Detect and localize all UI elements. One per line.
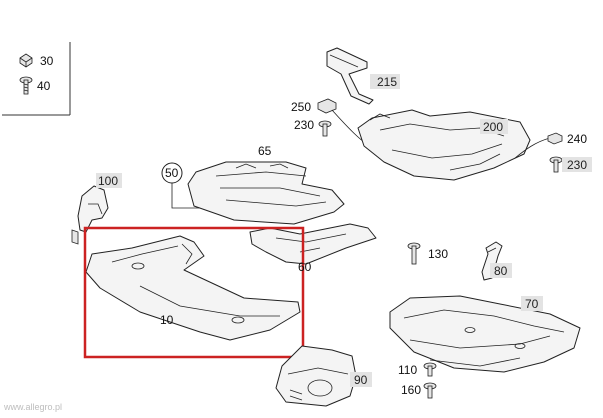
side-bracket-100 (71, 185, 109, 245)
callout-label-100: 100 (98, 174, 118, 188)
callout-label-200: 200 (483, 120, 503, 134)
callout-label-160: 160 (401, 383, 421, 397)
legend-box (2, 42, 71, 116)
bolt-icon (19, 76, 33, 95)
badge-70 (521, 296, 543, 311)
callout-circle-50 (161, 162, 183, 184)
badge-200 (480, 119, 508, 134)
underbody-panel-10 (85, 235, 301, 341)
center-bracket-65 (187, 161, 345, 225)
screw-icon-110 (423, 362, 437, 377)
splash-shield-70 (389, 295, 581, 373)
callout-label-70: 70 (525, 297, 539, 311)
clip-part-250 (317, 98, 337, 114)
callout-label-80: 80 (494, 264, 508, 278)
badge-230b (562, 157, 592, 172)
highlight-frame (83, 226, 305, 359)
callout-label-240: 240 (567, 132, 587, 146)
screw-icon-160 (423, 382, 437, 399)
bracket-part-60 (249, 223, 377, 265)
screw-icon-230a (318, 120, 332, 137)
callout-label-230a: 230 (294, 118, 314, 132)
callout-label-10: 10 (160, 313, 174, 327)
callout-label-250: 250 (291, 100, 311, 114)
bracket-part-215 (326, 47, 374, 105)
callout-label-50: 50 (165, 166, 179, 180)
nut-icon (19, 53, 33, 68)
leader-line (171, 182, 200, 209)
callout-label-130: 130 (428, 247, 448, 261)
badge-100 (96, 173, 122, 188)
callout-label-230b: 230 (567, 158, 587, 172)
callout-label-110: 110 (398, 363, 417, 377)
badge-90 (350, 372, 372, 387)
callout-label-30: 30 (40, 54, 54, 68)
callout-label-65: 65 (258, 144, 272, 158)
callout-label-60: 60 (298, 260, 312, 274)
leader-line (514, 137, 551, 159)
badge-80 (490, 263, 512, 278)
callout-label-90: 90 (354, 373, 368, 387)
callout-label-215: 215 (377, 75, 397, 89)
screw-icon-230b (549, 156, 563, 173)
bumper-part-90 (275, 345, 357, 407)
screw-icon-130 (407, 242, 421, 265)
callout-label-40: 40 (37, 79, 51, 93)
clip-part-240 (547, 132, 563, 145)
watermark-text: www.allegro.pl (3, 402, 62, 412)
badge-215 (370, 74, 400, 89)
